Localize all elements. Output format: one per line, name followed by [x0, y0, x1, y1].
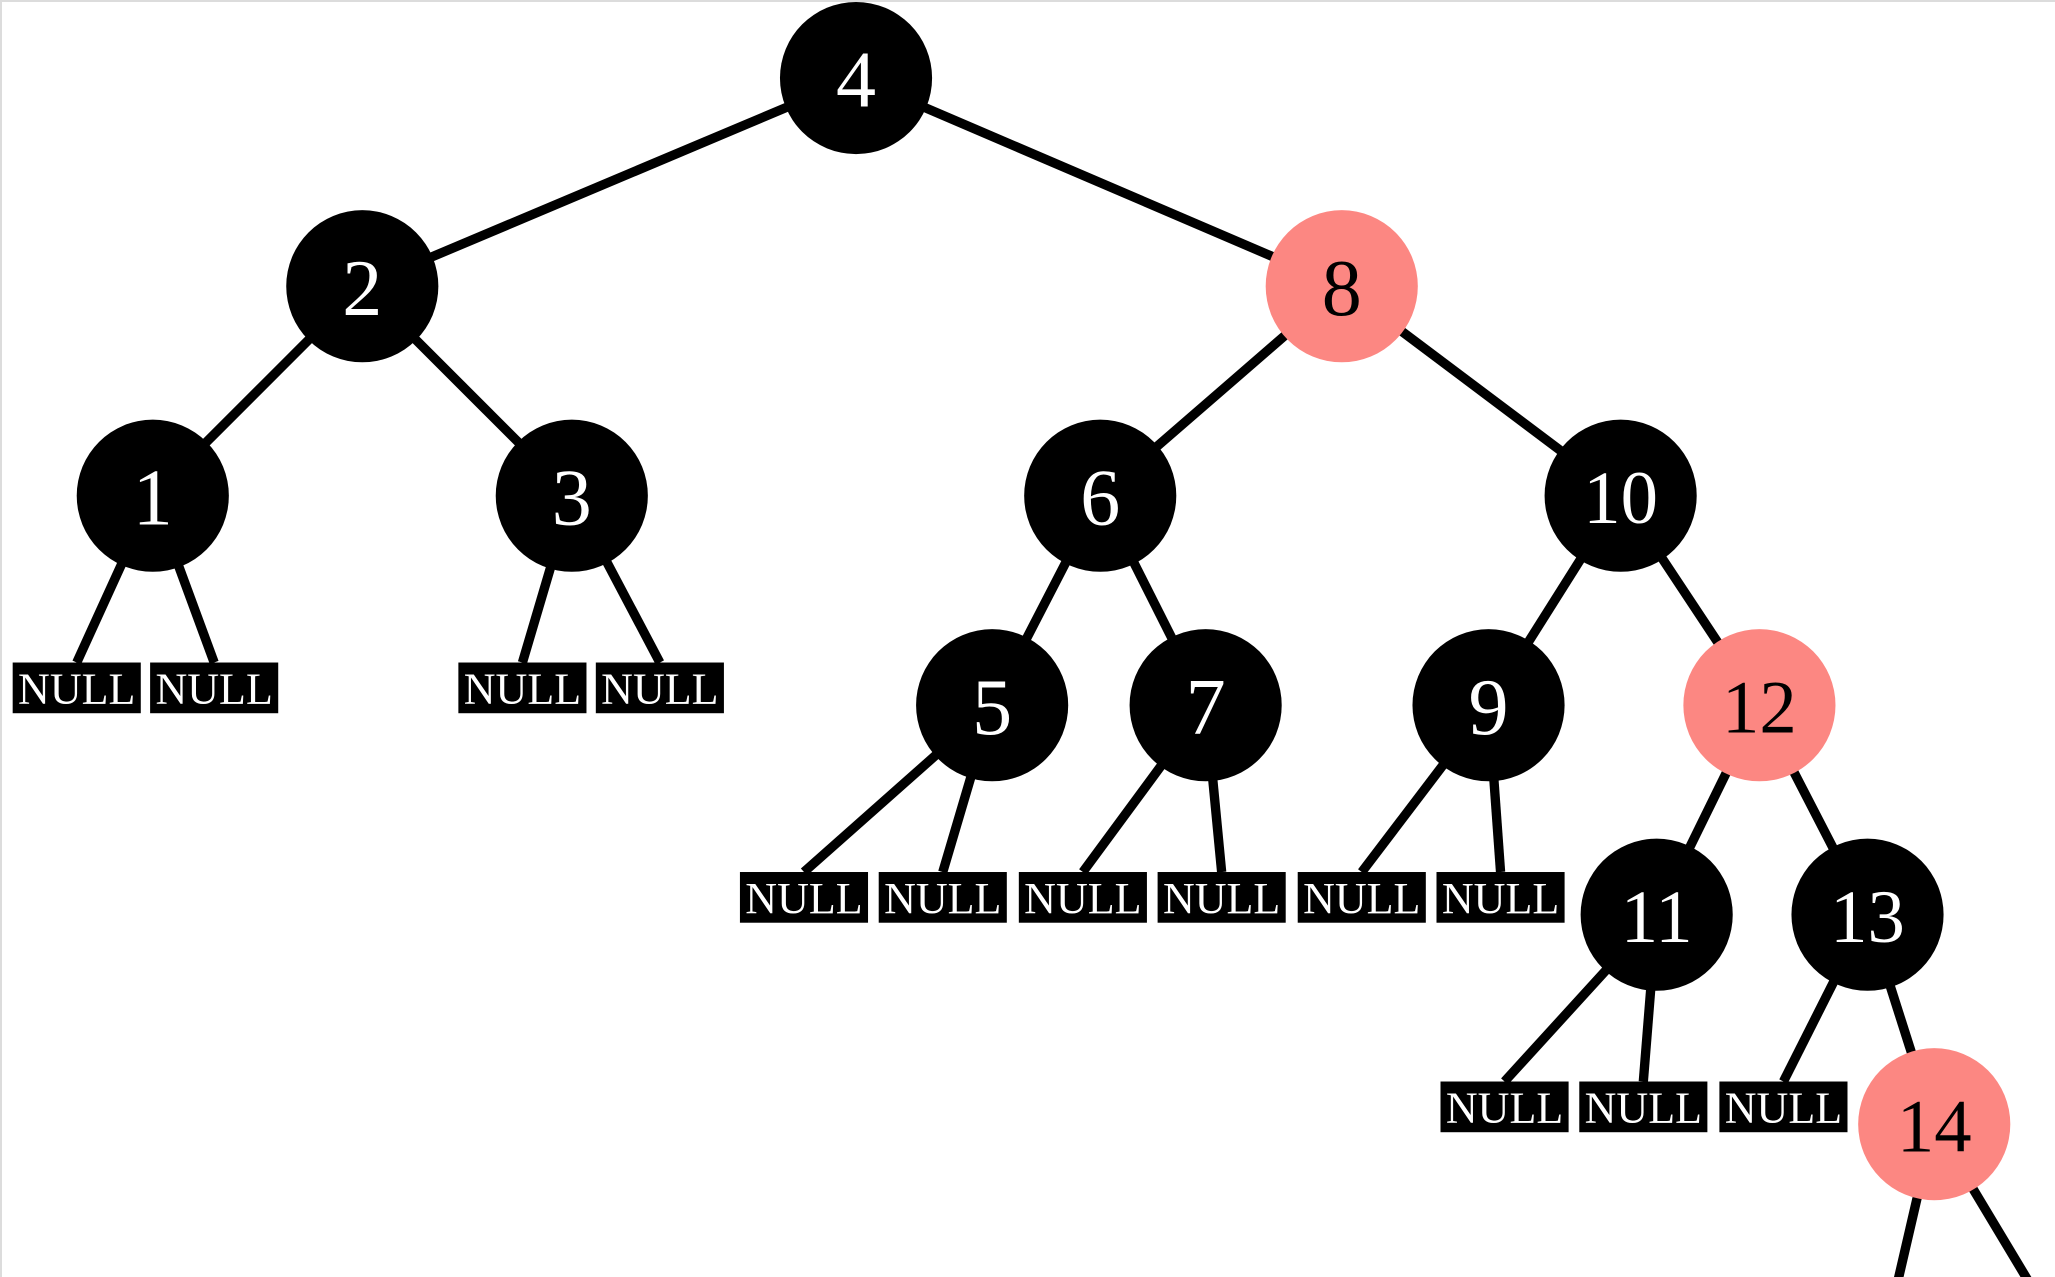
null-leaf: NULL	[1297, 872, 1426, 923]
tree-node-13[interactable]: 13	[1791, 838, 1944, 991]
null-leaf-box	[12, 662, 141, 714]
node-label: 13	[1830, 876, 1905, 959]
node-circle-red[interactable]	[1858, 1048, 2011, 1201]
tree-node-4[interactable]: 4	[779, 2, 933, 155]
null-leaf-label: NULL	[464, 665, 581, 714]
null-leaf-label: NULL	[155, 665, 272, 714]
node-circle-red[interactable]	[1683, 629, 1836, 782]
null-leaf-box	[1018, 872, 1147, 923]
null-leaf: NULL	[458, 662, 587, 714]
node-label: 6	[1080, 454, 1120, 542]
null-leaf: NULL	[1018, 872, 1147, 923]
null-leaf-label: NULL	[745, 874, 862, 923]
null-leaf: NULL	[1157, 872, 1286, 923]
node-label: 1	[133, 454, 173, 542]
node-circle-black[interactable]	[76, 419, 229, 572]
tree-node-12[interactable]: 12	[1683, 629, 1836, 782]
null-leaf-box	[1440, 1081, 1569, 1133]
null-leaf-label: NULL	[1024, 874, 1141, 923]
node-label: 12	[1722, 666, 1797, 749]
tree-node-10[interactable]: 10	[1544, 419, 1697, 572]
node-circle-black[interactable]	[1412, 629, 1565, 782]
null-leaf: NULL	[12, 662, 141, 714]
tree-node-7[interactable]: 7	[1129, 629, 1282, 782]
node-circle-black[interactable]	[286, 210, 439, 363]
null-leaf: NULL	[1440, 1081, 1569, 1133]
null-leaf: NULL	[739, 872, 869, 923]
node-circle-black[interactable]	[916, 629, 1069, 782]
null-leaf-label: NULL	[1163, 874, 1280, 923]
null-leaves-layer: NULL NULL NULL NULL NULL NULL NULL NULL NULL NULL…	[12, 662, 1848, 1133]
null-leaf-box	[150, 662, 279, 714]
node-circle-black[interactable]	[779, 2, 933, 155]
null-leaf-label: NULL	[1446, 1084, 1563, 1133]
tree-node-8[interactable]: 8	[1265, 210, 1418, 363]
null-leaf-box	[1579, 1081, 1708, 1133]
null-leaf-label: NULL	[1585, 1084, 1702, 1133]
null-leaf: NULL	[1436, 872, 1565, 923]
tree-node-11[interactable]: 11	[1580, 838, 1733, 991]
tree-node-2[interactable]: 2	[286, 210, 439, 363]
null-leaf: NULL	[1579, 1081, 1708, 1133]
null-leaf-box	[1297, 872, 1426, 923]
node-label: 4	[836, 37, 876, 125]
null-leaf: NULL	[150, 662, 279, 714]
tree-edge	[360, 73, 858, 291]
null-leaf: NULL	[595, 662, 724, 714]
null-leaf-box	[878, 872, 1007, 923]
null-leaf-label: NULL	[601, 665, 718, 714]
null-leaf-label: NULL	[1303, 874, 1420, 923]
null-leaf: NULL	[878, 872, 1007, 923]
node-label: 11	[1621, 876, 1693, 959]
null-leaf-box	[739, 872, 869, 923]
node-circle-black[interactable]	[1544, 419, 1697, 572]
tree-node-3[interactable]: 3	[495, 419, 648, 572]
node-label: 7	[1186, 664, 1226, 752]
null-leaf-label: NULL	[1725, 1084, 1842, 1133]
null-leaf-box	[595, 662, 724, 714]
null-leaf-box	[1719, 1081, 1848, 1133]
null-leaf-label: NULL	[18, 665, 135, 714]
tree-node-1[interactable]: 1	[76, 419, 229, 572]
node-label: 5	[972, 664, 1012, 752]
node-label: 2	[342, 245, 382, 333]
null-leaf-box	[1436, 872, 1565, 923]
tree-node-5[interactable]: 5	[916, 629, 1069, 782]
null-leaf-box	[458, 662, 587, 714]
tree-node-6[interactable]: 6	[1024, 419, 1177, 572]
node-label: 10	[1583, 457, 1658, 540]
node-circle-black[interactable]	[1580, 838, 1733, 991]
node-circle-red[interactable]	[1265, 210, 1418, 363]
tree-node-14[interactable]: 14	[1858, 1048, 2011, 1201]
node-circle-black[interactable]	[1129, 629, 1282, 782]
node-circle-black[interactable]	[1024, 419, 1177, 572]
node-circle-black[interactable]	[1791, 838, 1944, 991]
null-leaf-label: NULL	[884, 874, 1001, 923]
null-leaf-label: NULL	[1442, 874, 1559, 923]
null-leaf: NULL	[1719, 1081, 1848, 1133]
tree-edge	[854, 73, 1344, 291]
null-leaf-box	[1157, 872, 1286, 923]
node-label: 9	[1469, 664, 1509, 752]
node-label: 14	[1897, 1085, 1972, 1168]
node-label: 8	[1322, 245, 1362, 333]
tree-node-9[interactable]: 9	[1412, 629, 1565, 782]
node-circle-black[interactable]	[495, 419, 648, 572]
node-label: 3	[552, 454, 592, 542]
